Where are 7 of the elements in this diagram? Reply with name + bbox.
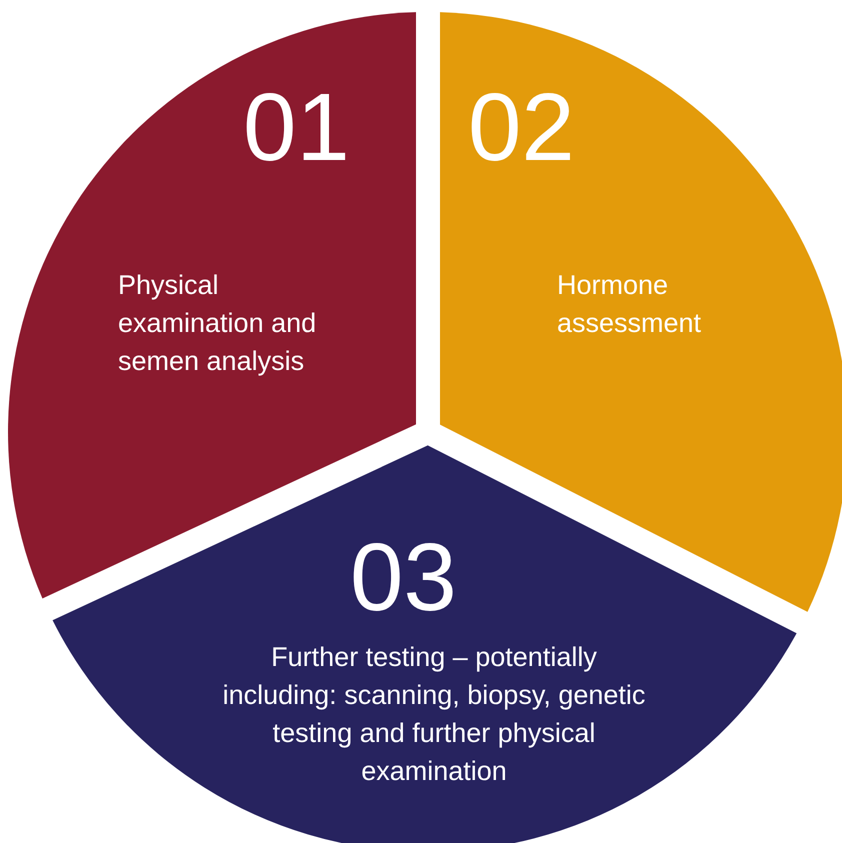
circle-segment (52, 445, 797, 843)
step-description: Further testing – potentially including: scanning, biopsy, genetic testing and further physical examination (222, 641, 646, 788)
step-number: 03 (350, 530, 457, 626)
step-number: 01 (243, 80, 350, 176)
step-description: Hormone assessment (557, 269, 702, 340)
step-description: Physical examination and semen analysis (118, 269, 318, 378)
step-number: 02 (468, 80, 575, 176)
